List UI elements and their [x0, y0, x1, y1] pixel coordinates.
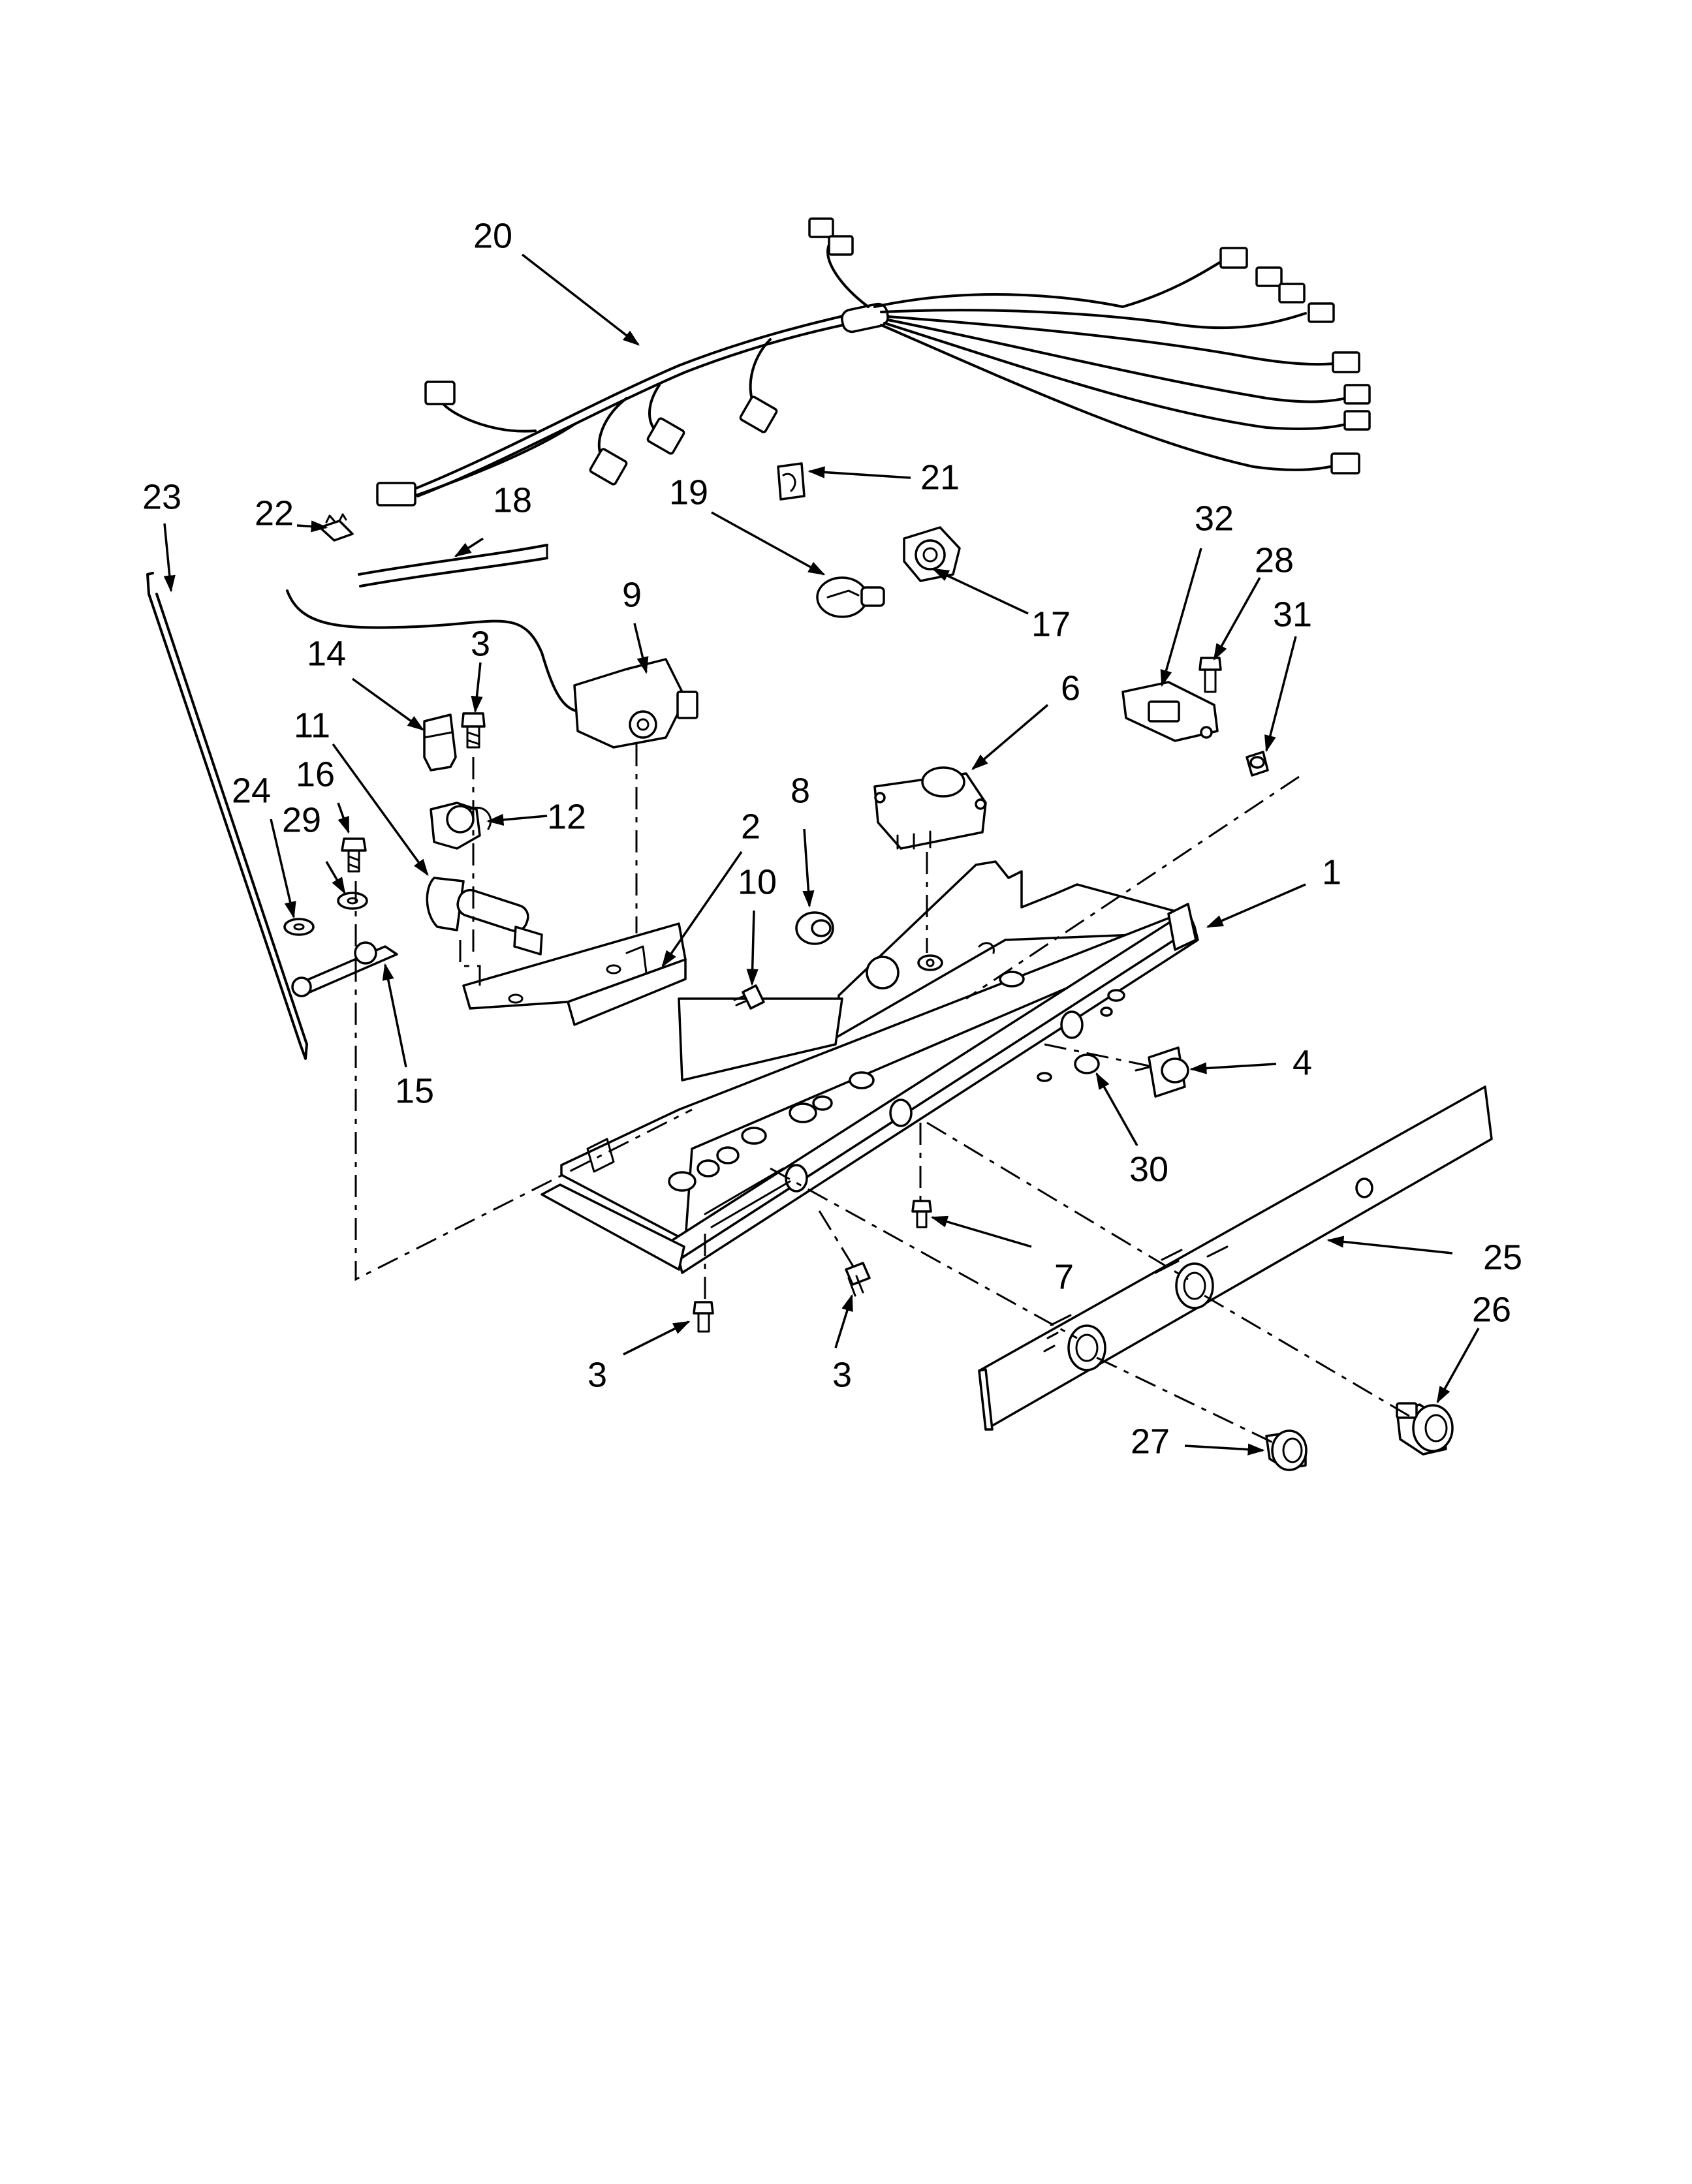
callout-3-top: 3	[471, 624, 490, 663]
callout-29: 29	[282, 800, 321, 839]
callout-21: 21	[920, 458, 960, 497]
screw	[1198, 657, 1222, 693]
assembly-lines	[354, 744, 1411, 1444]
wire-harness	[376, 217, 1371, 507]
defrost-timer	[873, 766, 987, 850]
connector-icon	[1343, 410, 1371, 431]
light-switch	[1135, 1046, 1189, 1098]
grommet	[795, 911, 834, 945]
actuator-lever	[291, 941, 398, 997]
control-rod	[146, 572, 308, 1060]
callout-23: 23	[142, 477, 181, 516]
push-button	[1074, 1053, 1100, 1074]
callout-24: 24	[232, 771, 271, 810]
socket-clip	[777, 462, 806, 501]
screw	[461, 712, 486, 749]
control-knob	[1396, 1402, 1454, 1456]
callout-1: 1	[1322, 852, 1341, 892]
relay-switch	[1121, 681, 1219, 742]
connector-icon	[739, 396, 778, 433]
screw	[845, 1262, 871, 1297]
callout-31: 31	[1273, 595, 1312, 634]
callout-22: 22	[255, 493, 294, 533]
callout-4: 4	[1292, 1043, 1312, 1082]
connector-icon	[1278, 283, 1306, 304]
callout-leaders	[163, 253, 1480, 1456]
callout-7: 7	[1054, 1257, 1074, 1296]
connector-icon	[646, 417, 685, 455]
control-knob	[1265, 1429, 1308, 1471]
bracket	[423, 713, 457, 772]
control-shaft	[426, 877, 543, 956]
callout-labels: 20 21 19 17 18 32 28 31 22 23 9 3 14 12 …	[142, 216, 1522, 1461]
light-bulb	[816, 576, 885, 618]
callout-3-bottom-right: 3	[832, 1355, 852, 1394]
callout-28: 28	[1255, 540, 1294, 580]
connector-icon	[376, 482, 416, 507]
connector-icon	[1343, 384, 1371, 405]
screw	[911, 1200, 932, 1228]
light-switch-clip	[1246, 751, 1269, 777]
callout-30: 30	[1129, 1149, 1168, 1189]
connector-icon	[828, 235, 854, 256]
callout-11: 11	[294, 706, 330, 745]
connector-icon	[1219, 247, 1248, 269]
harness-sleeve	[841, 302, 889, 334]
callout-16: 16	[296, 755, 335, 794]
connector-icon	[1255, 266, 1283, 287]
connector-icon	[589, 448, 628, 486]
callout-2: 2	[741, 807, 760, 846]
screw	[733, 984, 765, 1010]
callout-6: 6	[1061, 668, 1080, 708]
callout-15: 15	[395, 1071, 434, 1110]
screw	[341, 837, 367, 873]
screw	[693, 1301, 714, 1333]
control-housing	[540, 860, 1199, 1274]
connector-icon	[1330, 452, 1360, 475]
callout-10: 10	[738, 862, 777, 901]
connector-icon	[808, 217, 834, 238]
control-panel	[978, 1085, 1493, 1431]
callout-20: 20	[473, 216, 512, 255]
callout-18: 18	[493, 480, 532, 520]
washer	[283, 918, 315, 936]
callout-19: 19	[669, 473, 708, 512]
insulation-tube	[358, 544, 548, 587]
callout-26: 26	[1472, 1290, 1511, 1329]
washer	[337, 892, 368, 910]
callout-32: 32	[1195, 499, 1234, 538]
connector-icon	[424, 381, 456, 405]
mounting-clamp	[430, 802, 492, 850]
callout-12: 12	[547, 797, 586, 836]
mounting-bracket	[462, 922, 687, 1026]
callout-14: 14	[307, 634, 346, 673]
callout-3-bottom-left: 3	[588, 1355, 607, 1394]
connector-icon	[1308, 302, 1335, 323]
callout-17: 17	[1031, 604, 1071, 644]
connector-icon	[1332, 351, 1360, 373]
callout-8: 8	[791, 771, 810, 810]
callout-25: 25	[1483, 1238, 1522, 1277]
callout-9: 9	[622, 575, 642, 614]
callout-27: 27	[1131, 1422, 1170, 1461]
light-socket	[903, 526, 961, 582]
